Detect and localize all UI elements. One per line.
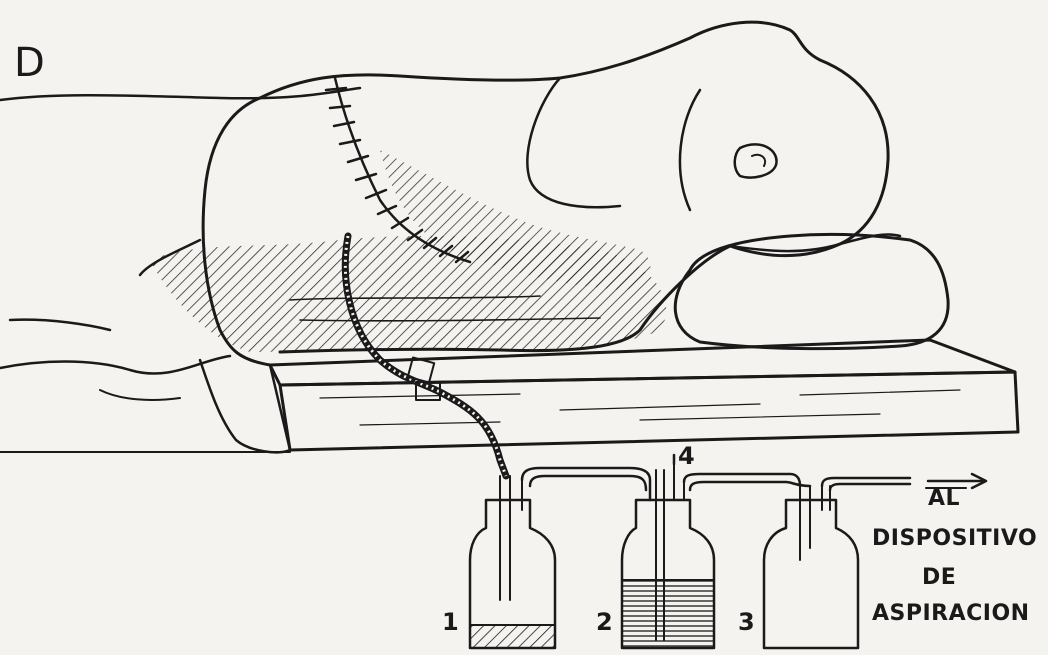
destination-line-2: DISPOSITIVO	[872, 526, 1037, 551]
bottle-label-3: 3	[738, 608, 755, 636]
collection-bottle-1	[470, 476, 555, 648]
operating-table	[270, 340, 1018, 450]
tube-label: 4	[678, 442, 695, 470]
connecting-tubes	[522, 455, 910, 500]
panel-label: D	[14, 40, 45, 86]
patient-body	[140, 22, 888, 365]
pillow	[675, 234, 948, 348]
destination-line-1: AL	[928, 486, 960, 511]
bottle-label-2: 2	[596, 608, 613, 636]
collection-bottle-3	[764, 486, 858, 648]
bottle-label-1: 1	[442, 608, 459, 636]
destination-line-4: ASPIRACION	[872, 601, 1030, 626]
collection-bottle-2	[622, 464, 714, 648]
destination-line-3: DE	[922, 565, 956, 590]
